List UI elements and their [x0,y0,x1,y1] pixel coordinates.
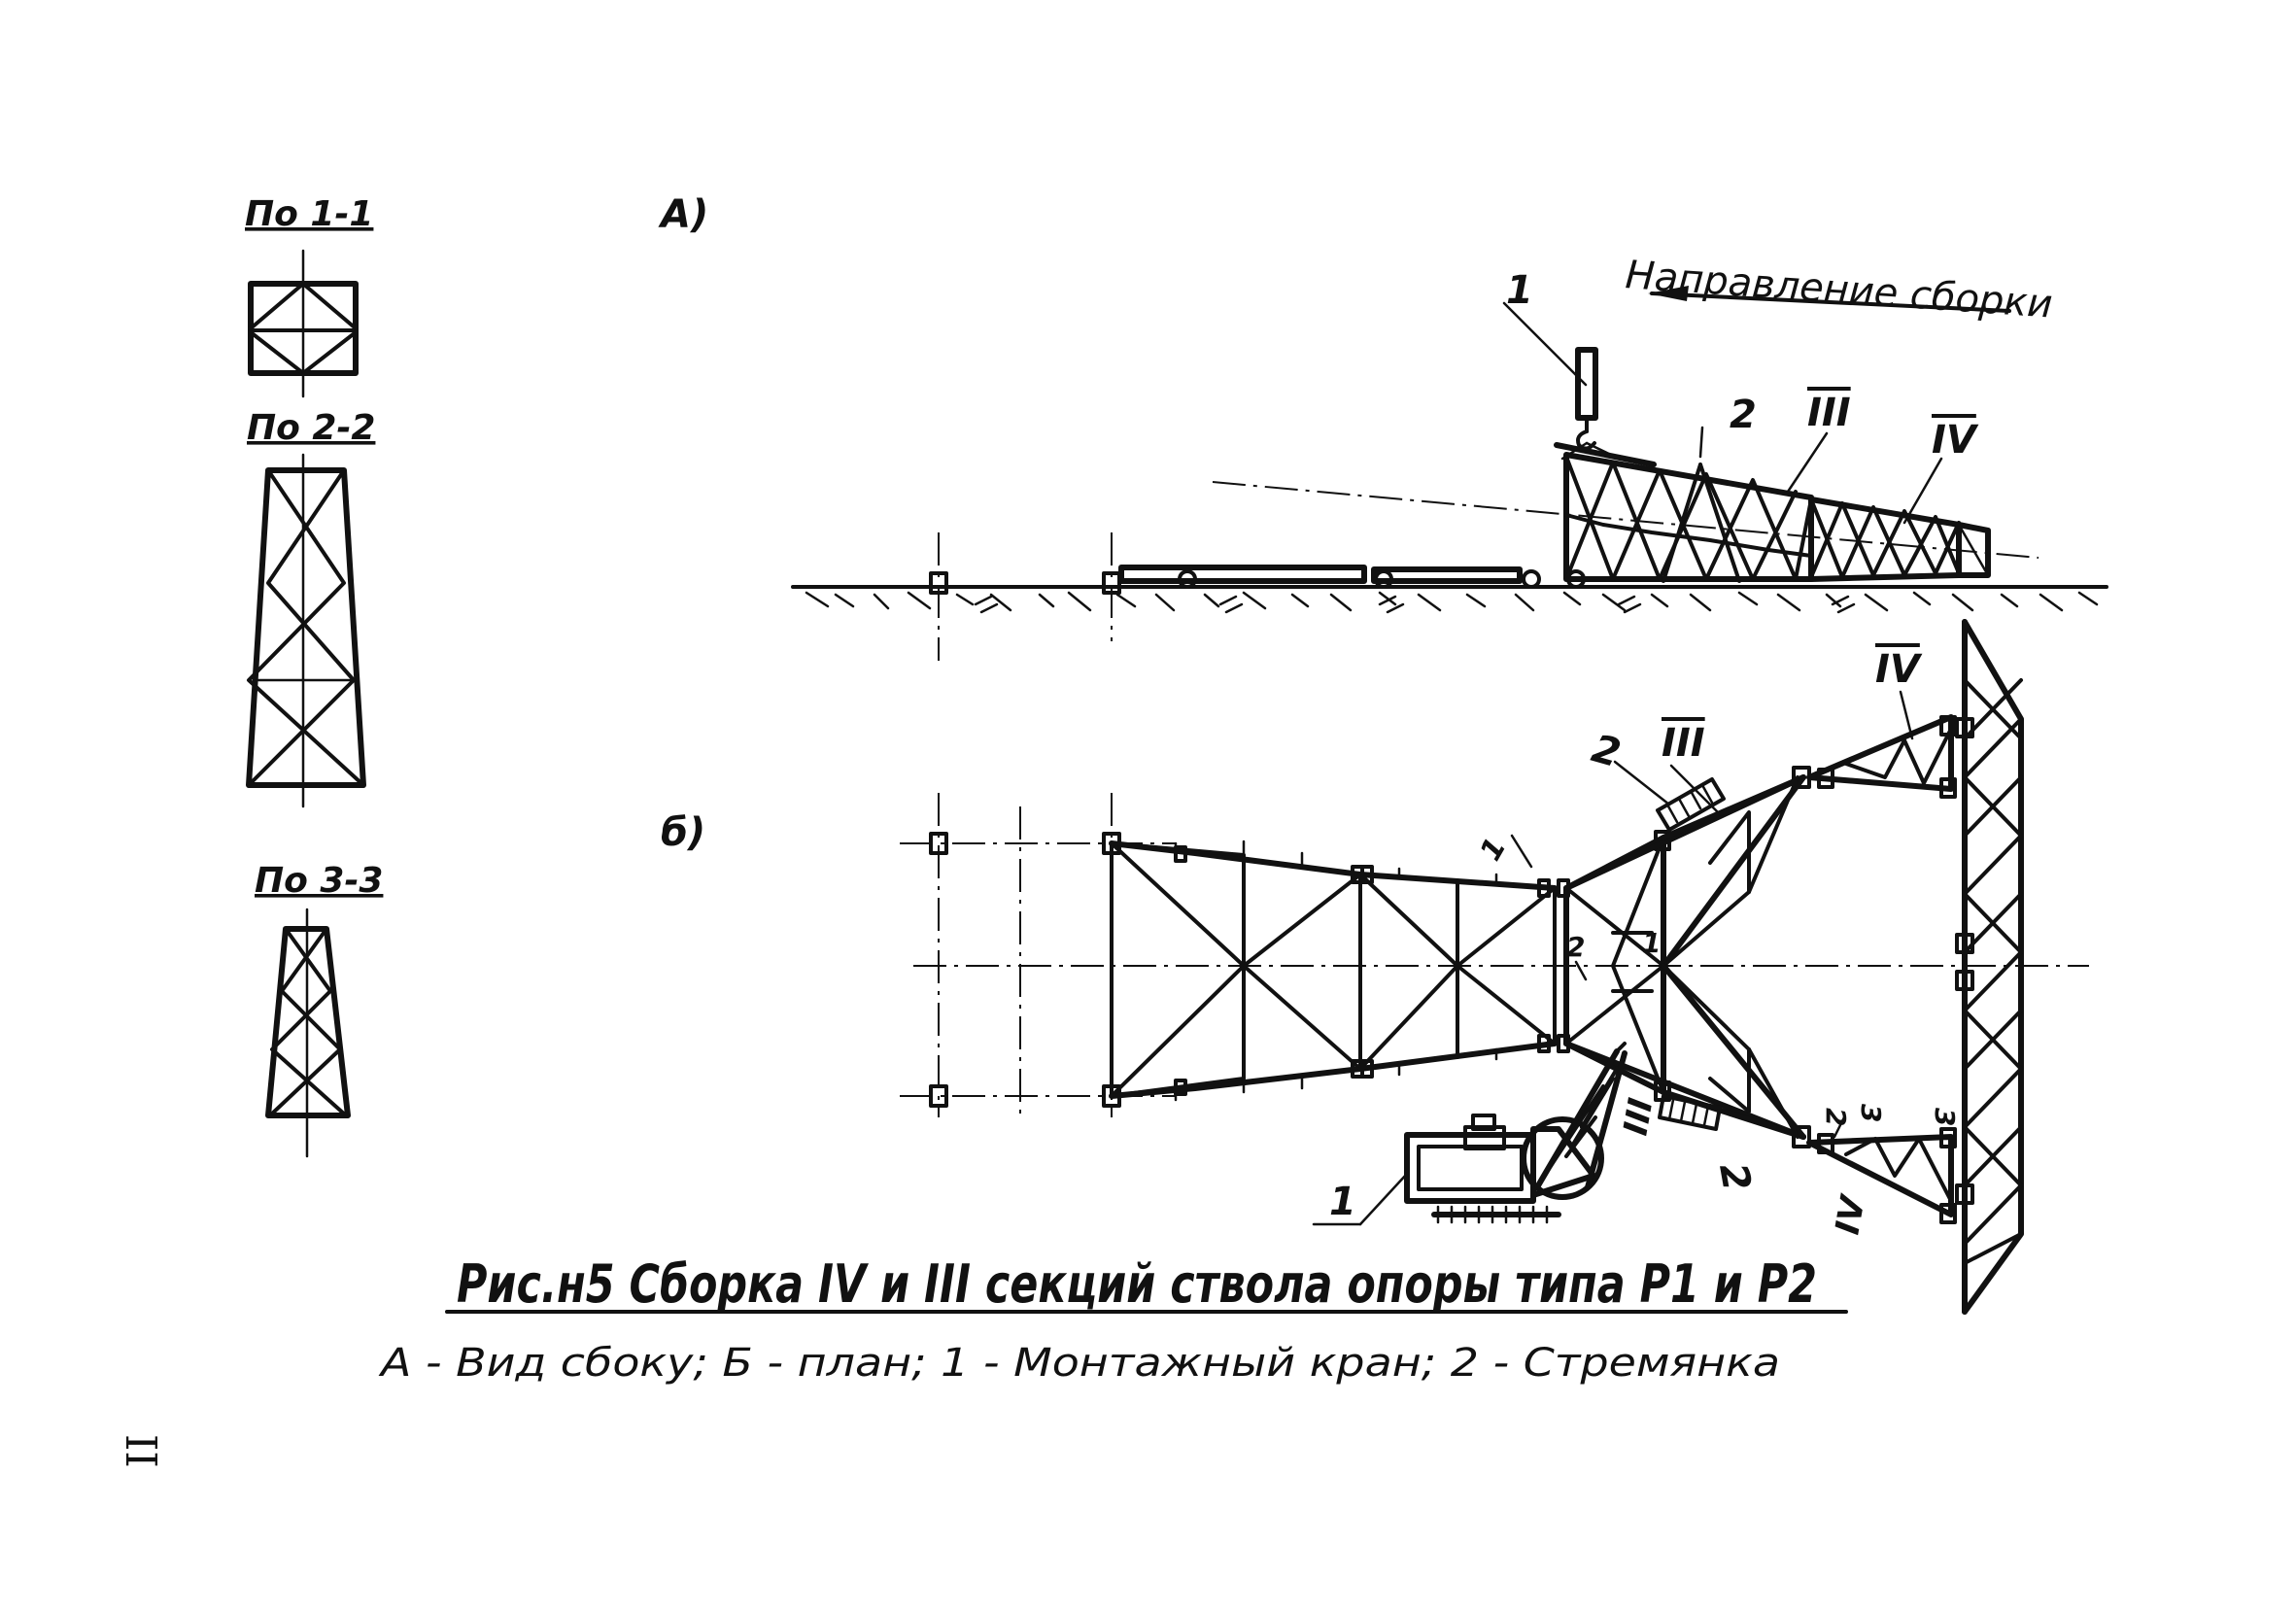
section-iv-plan-callout: IV [1875,647,1923,692]
lower-section-segment [1371,566,1523,584]
section-2-2: По 2-2 [246,408,375,808]
section-iv-plan-lower-callout: IV [1828,1191,1873,1238]
ladder-plan-lower [1658,1094,1722,1131]
cut-3-mark: 3 [1855,1104,1887,1122]
figure-caption-title: Рис.н5 Сборка IV и III секций ствола опо… [457,1253,1817,1315]
section-iii-plan-lower [1563,963,1811,1148]
section-iv-plan-upper [1806,714,1957,799]
lower-section-segment [1118,565,1367,584]
section-3-3-label: По 3-3 [255,861,383,901]
section-iii-callout: III [1807,391,1851,435]
crane-callout: 1 [1506,268,1533,313]
lower-sections-plan [1109,840,1570,1102]
assembly-direction-arrow [1650,291,2011,313]
section-2-2-label: По 2-2 [247,408,375,448]
ladder-plan-lower-callout: 2 [1710,1160,1759,1194]
plan-view-label: б) [661,810,705,855]
crane-plan [1404,1042,1628,1224]
assembly-direction-label: Направление сборки [1624,253,2054,327]
cut-2-mark: 2 [1566,931,1585,963]
cut-1-mark: 1 [1474,832,1514,867]
ladder-plan-upper-callout: 2 [1587,726,1625,776]
tower-axis-line [1212,481,2039,559]
lattice-mast [1955,619,2024,1315]
section-iii-plan-lower-callout: III [1616,1095,1661,1138]
section-iv-plan-lower [1806,1127,1957,1224]
figure-caption: Рис.н5 Сборка IV и III секций ствола опо… [378,1253,1848,1386]
crane-plan-callout: 1 [1329,1180,1356,1224]
section-iii-plan-upper [1563,766,1811,969]
crane-hook [1502,301,1657,467]
side-view-label: А) [658,192,708,237]
section-iii-plan-callout: III [1662,721,1705,766]
plan-view: б) 1 2 1 [661,619,2089,1315]
section-3-3: По 3-3 [255,861,383,1158]
cut-2-mark-b: 2 [1820,1108,1852,1126]
section-1-1: По 1-1 [245,194,373,398]
arrowhead-icon [1648,286,1689,301]
section-iv-side [1808,497,1991,582]
ladder-callout: 2 [1730,393,1757,437]
figure-caption-legend: А - Вид сбоку; Б - план; 1 - Монтажный к… [378,1341,1780,1386]
ladder-side [1662,426,1741,583]
section-iv-callout: IV [1932,418,1979,463]
cut-3-mark-b: 3 [1929,1108,1961,1126]
page-number: II [116,1434,165,1468]
ground-hatching [805,591,2099,614]
section-1-1-label: По 1-1 [245,194,373,234]
side-view: А) Направление сборки [658,192,2108,661]
